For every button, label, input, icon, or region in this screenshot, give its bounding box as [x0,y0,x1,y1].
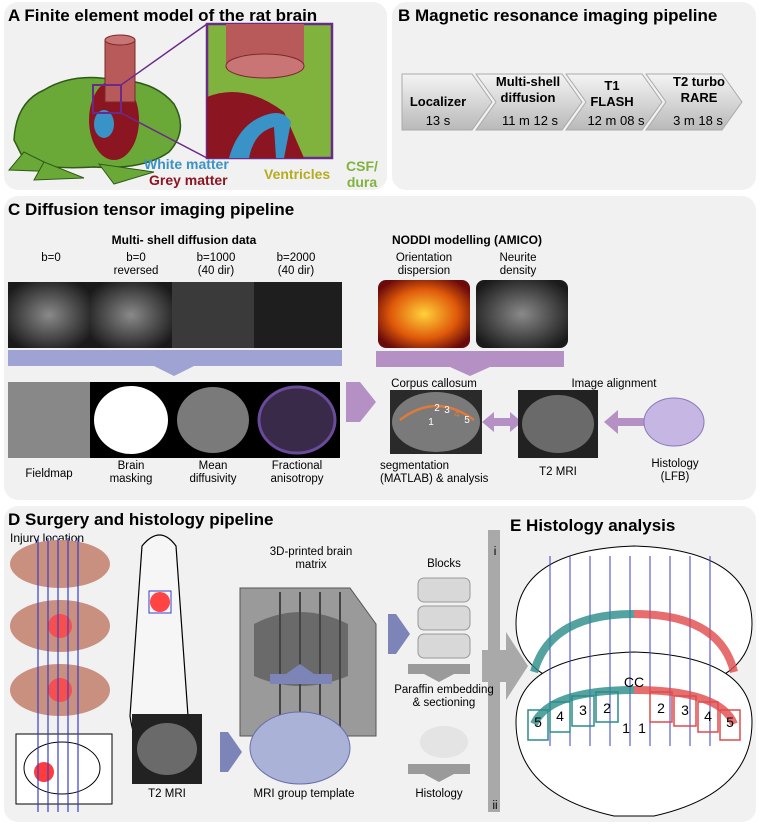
panel-e-title: E Histology analysis [510,516,676,535]
histology-lfb-label: Histology (LFB) [651,458,699,483]
blocks-label: Blocks [427,558,461,570]
panel-d: D Surgery and histology pipeline E Histo… [4,506,756,822]
step-time-4: 3 m 18 s [673,113,723,128]
dwi-b0 [8,282,90,348]
seg-num-1: 1 [428,417,434,428]
noddi-title: NODDI modelling (AMICO) [392,233,542,247]
map-label-brain-masking: Brain masking [109,460,153,485]
panel-b-title: B Magnetic resonance imaging pipeline [398,6,718,25]
bracket-arrow [346,382,376,422]
cc-label: CC [623,674,645,690]
step-arrow-4 [645,73,743,131]
label-csf-dura: CSF/ dura [346,158,378,190]
dwi-b0-reversed [90,282,172,348]
step-arrow-2 [475,73,583,131]
right-num-1: 1 [638,720,646,736]
map-fieldmap [8,382,90,458]
align-arrow-2 [604,410,662,434]
block-1 [417,577,471,603]
t2-label: T2 MRI [539,466,577,478]
noddi-label-od: Orientation dispersion [395,252,453,277]
arrow-to-blocks [388,614,410,654]
noddi-od [378,280,470,348]
step-arrow-1 [401,73,493,131]
map-label-fa: Fractional anisotropy [270,460,324,485]
step-time-3: 12 m 08 s [587,113,645,128]
bvalue-0: b=0 [41,252,61,264]
panel-a: A Finite element model of the rat brain … [4,2,387,190]
label-ventricles: Ventricles [264,166,331,182]
seg-num-5: 5 [464,415,470,426]
image-alignment-label: Image alignment [571,378,657,390]
matrix-label: 3D-printed brain matrix [269,546,353,571]
arrow-to-template [220,732,242,772]
left-num-4: 4 [556,708,564,724]
right-num-5: 5 [726,714,734,730]
step-name-4: T2 turbo RARE [673,74,725,105]
bvalue-2: b=1000 (40 dir) [196,252,236,277]
right-num-2: 2 [657,700,665,716]
seg-num-2: 2 [434,403,440,414]
noddi-bar [376,351,564,367]
bvalue-3: b=2000 (40 dir) [276,252,316,277]
paraffin-label: Paraffin embedding & sectioning [394,684,494,709]
zoom-box [92,84,122,114]
seg-num-3: 3 [444,405,450,416]
step-time-2: 11 m 12 s [501,113,559,128]
panel-c: C Diffusion tensor imaging pipeline Mult… [4,196,756,500]
corpus-callosum-label: Corpus callosum [391,378,477,390]
histology-lfb [643,397,705,447]
step-name-2: Multi-shell diffusion [495,74,561,105]
block-2 [417,605,471,631]
noddi-nd [476,280,568,348]
dti-illustration [8,280,705,458]
roman-ii: ii [492,800,498,812]
rat-brain-1 [10,540,110,588]
mri-group-template [249,711,351,785]
step-time-1: 13 s [425,113,451,128]
dwi-b1000 [172,282,254,348]
map-label-fieldmap: Fieldmap [25,468,73,480]
right-num-4: 4 [704,708,712,724]
surgery-histology-illustration [10,530,753,817]
step-name-1: Localizer [409,94,467,109]
map-label-md: Mean diffusivity [189,460,237,485]
panel-a-title: A Finite element model of the rat brain [8,6,318,25]
dwi-b2000 [254,282,342,348]
template-label: MRI group template [253,788,355,800]
paraffin-section [420,726,468,758]
right-num-3: 3 [681,702,689,718]
noddi-label-nd: Neurite density [499,252,537,277]
histology-d-label: Histology [415,788,463,800]
align-arrow-1 [482,412,522,432]
block-3 [417,633,471,659]
panel-c-title: C Diffusion tensor imaging pipeline [8,200,295,219]
left-num-5: 5 [534,714,542,730]
step-name-3: T1 FLASH [590,78,634,109]
roman-i: i [493,546,497,558]
segmentation-label: segmentation (MATLAB) & analysis [380,460,489,485]
left-num-3: 3 [579,702,587,718]
panel-b: B Magnetic resonance imaging pipeline Lo… [392,2,756,190]
fsl-bar [8,350,342,366]
bvalue-1: b=0 reversed [113,252,159,277]
step-arrow-3 [565,73,663,131]
left-num-1: 1 [622,720,630,736]
fe-model-illustration [7,22,334,185]
panel-d-title: D Surgery and histology pipeline [8,510,274,529]
label-white-matter: White matter [144,156,229,172]
mri-pipeline-arrows [401,73,743,131]
label-grey-matter: Grey matter [149,172,228,188]
seg-num-4: 4 [454,409,460,420]
atlas-inset [15,733,113,805]
t2-d-label: T2 MRI [148,788,186,800]
left-num-2: 2 [603,700,611,716]
multishell-title: Multi- shell diffusion data [111,233,257,247]
